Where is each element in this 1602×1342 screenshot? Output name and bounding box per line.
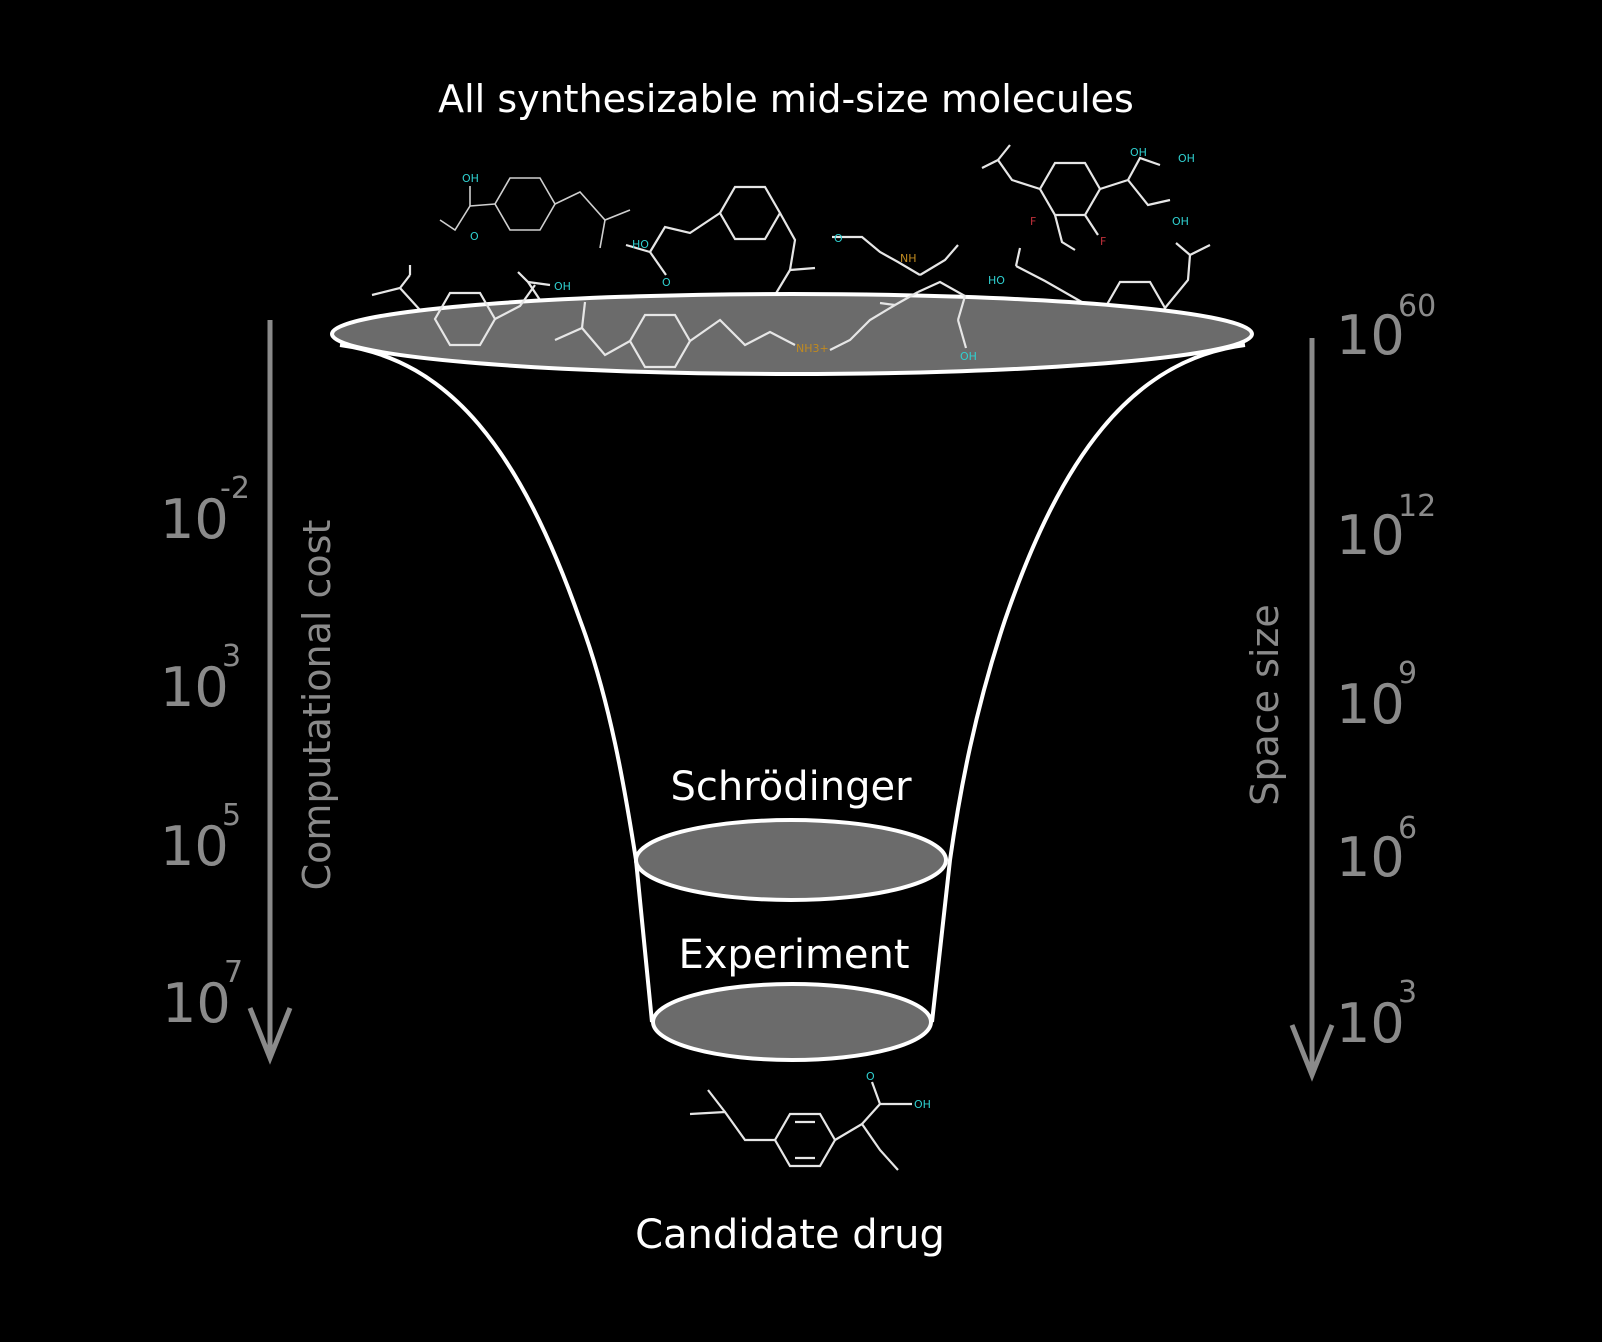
funnel-top-disc	[330, 292, 1254, 376]
right-axis-arrowhead	[1289, 1024, 1335, 1082]
atom-label: NH3+	[796, 342, 829, 355]
tick-exponent: 9	[1398, 656, 1417, 691]
left-axis-arrowhead	[247, 1007, 293, 1065]
atom-label: OH	[1130, 146, 1147, 159]
tick-base: 10	[160, 656, 229, 719]
tick-base: 10	[1336, 826, 1405, 889]
atom-label: F	[1100, 235, 1106, 248]
atom-label: OH	[1172, 215, 1189, 228]
funnel-middle-disc	[634, 818, 948, 902]
tick-exponent: 6	[1398, 811, 1417, 846]
atom-label: HO	[988, 274, 1005, 287]
stage-label-schrodinger: Schrödinger	[670, 764, 912, 810]
atom-label: HO	[632, 238, 649, 251]
tick-exponent: 7	[224, 955, 243, 990]
tick-exponent: 3	[1398, 975, 1417, 1010]
tick-exponent: 12	[1398, 489, 1436, 524]
atom-label: O	[834, 232, 843, 245]
funnel-right-wall	[930, 343, 1246, 1023]
stage-label-experiment: Experiment	[678, 932, 909, 978]
molecule-structure: NH3+ OH	[433, 280, 977, 369]
atom-label: OH	[914, 1098, 931, 1111]
funnel-left-wall	[339, 343, 654, 1023]
molecule-structure: O NH	[832, 232, 959, 276]
right-axis-tick: 10 60	[1336, 289, 1436, 367]
tick-base: 10	[160, 815, 229, 878]
tick-base: 10	[160, 488, 229, 551]
left-axis-label: Computational cost	[295, 520, 339, 891]
right-axis-tick: 10 3	[1336, 975, 1417, 1055]
tick-exponent: -2	[220, 471, 250, 506]
tick-exponent: 5	[222, 798, 241, 833]
tick-base: 10	[1336, 673, 1405, 736]
right-axis-tick: 10 6	[1336, 811, 1417, 889]
molecule-structure: HO O	[625, 185, 816, 296]
right-axis: Space size 10 60 10 12 10 9 10 6 10 3	[1243, 289, 1436, 1082]
tick-base: 10	[1336, 504, 1405, 567]
left-axis-tick: 10 -2	[160, 471, 250, 551]
candidate-drug-label: Candidate drug	[635, 1212, 945, 1258]
tick-base: 10	[162, 972, 231, 1035]
molecule-structure: OH O	[439, 172, 631, 249]
atom-label: OH	[462, 172, 479, 185]
left-axis-tick: 10 3	[160, 639, 241, 719]
atom-label: F	[1030, 215, 1036, 228]
molecule-cloud: OH O HO O OH OH OH F F	[371, 144, 1211, 336]
atom-label: O	[662, 276, 671, 289]
left-axis-tick: 10 7	[162, 955, 243, 1035]
tick-base: 10	[1336, 992, 1405, 1055]
right-axis-tick: 10 12	[1336, 489, 1436, 567]
atom-label: O	[470, 230, 479, 243]
tick-base: 10	[1336, 304, 1405, 367]
tick-exponent: 60	[1398, 289, 1436, 324]
funnel-bottom-disc	[651, 982, 933, 1062]
atom-label: NH	[900, 252, 917, 265]
atom-label: O	[866, 1070, 875, 1083]
atom-label: OH	[554, 280, 571, 293]
left-axis: Computational cost 10 -2 10 3 10 5 10 7	[160, 320, 339, 1065]
molecule-structure: OH	[371, 265, 571, 311]
funnel: NH3+ OH	[330, 280, 1254, 1062]
atom-label: OH	[960, 350, 977, 363]
tick-exponent: 3	[222, 639, 241, 674]
atom-label: OH	[1178, 152, 1195, 165]
right-axis-label: Space size	[1243, 604, 1287, 806]
molecule-structure: OH OH OH F F	[981, 144, 1195, 251]
diagram-title: All synthesizable mid-size molecules	[438, 77, 1134, 121]
right-axis-tick: 10 9	[1336, 656, 1417, 736]
candidate-molecule: O OH	[689, 1070, 931, 1171]
left-axis-tick: 10 5	[160, 798, 241, 878]
